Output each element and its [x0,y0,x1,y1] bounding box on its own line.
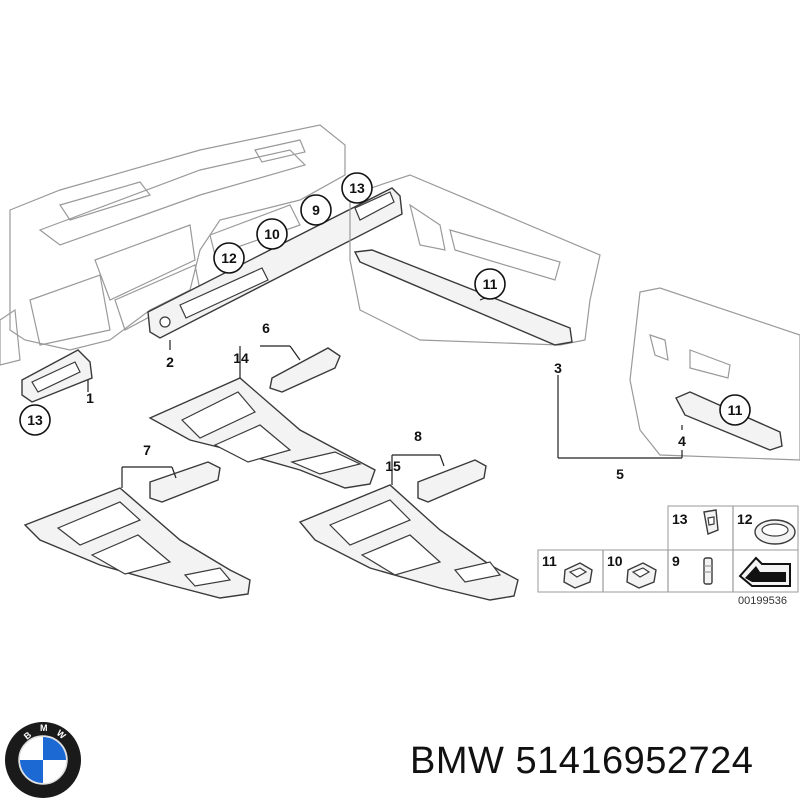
legend-9: 9 [672,553,680,569]
label-7: 7 [143,442,151,458]
callout-11-front-door: 11 [474,268,506,300]
leader-lines [87,295,683,488]
label-5: 5 [616,466,624,482]
cap-icon [754,519,796,545]
trim-cover-15 [417,459,487,503]
label-3: 3 [554,360,562,376]
center-console-trim-7 [23,487,251,599]
retainer-icon-11 [563,562,593,589]
clip-icon [703,509,719,535]
svg-text:11: 11 [483,276,498,292]
callout-13-top: 13 [341,172,373,204]
callout-12: 12 [213,242,245,274]
trim-cover-14 [269,347,341,393]
small-trim-piece [21,349,93,403]
retainer-icon-10 [626,562,657,589]
svg-text:9: 9 [312,202,320,218]
logo-quadrant-blue-2 [20,760,43,783]
legend-12: 12 [737,511,753,527]
svg-text:10: 10 [264,226,280,242]
svg-text:12: 12 [221,250,237,266]
dashboard-trim-strip [147,187,403,339]
svg-text:B: B [22,729,34,741]
svg-text:13: 13 [349,180,365,196]
rear-door-panel [629,287,800,461]
logo-quadrant-blue-1 [43,737,66,760]
label-4: 4 [678,433,686,449]
small-parts-legend: 13 12 11 10 9 00199536 [537,505,799,607]
brand-part-number: BMW 51416952724 [410,740,753,783]
label-14: 14 [233,350,249,366]
label-1: 1 [86,390,94,406]
callout-13-left: 13 [19,404,51,436]
bmw-logo: B M W [5,722,81,798]
legend-11: 11 [542,553,557,569]
center-console-trim-6 [148,377,376,489]
callout-10: 10 [256,218,288,250]
brand-name: BMW [410,740,505,782]
svg-text:13: 13 [27,412,43,428]
label-2: 2 [166,354,174,370]
front-door-panel [349,174,601,346]
part-number: 51416952724 [515,740,754,782]
arrow-icon [738,556,791,587]
label-15: 15 [385,458,401,474]
svg-text:M: M [40,723,48,733]
screw-icon [703,557,713,585]
legend-10: 10 [607,553,623,569]
legend-13: 13 [672,511,688,527]
center-console-trim-8 [298,484,519,601]
callout-9: 9 [300,194,332,226]
callout-11-rear-door: 11 [719,394,751,426]
label-6: 6 [262,320,270,336]
label-8: 8 [414,428,422,444]
trim-cover-7 [149,461,221,503]
svg-text:11: 11 [728,402,743,418]
drawing-id: 00199536 [738,595,787,607]
dashboard-outline [0,124,346,366]
